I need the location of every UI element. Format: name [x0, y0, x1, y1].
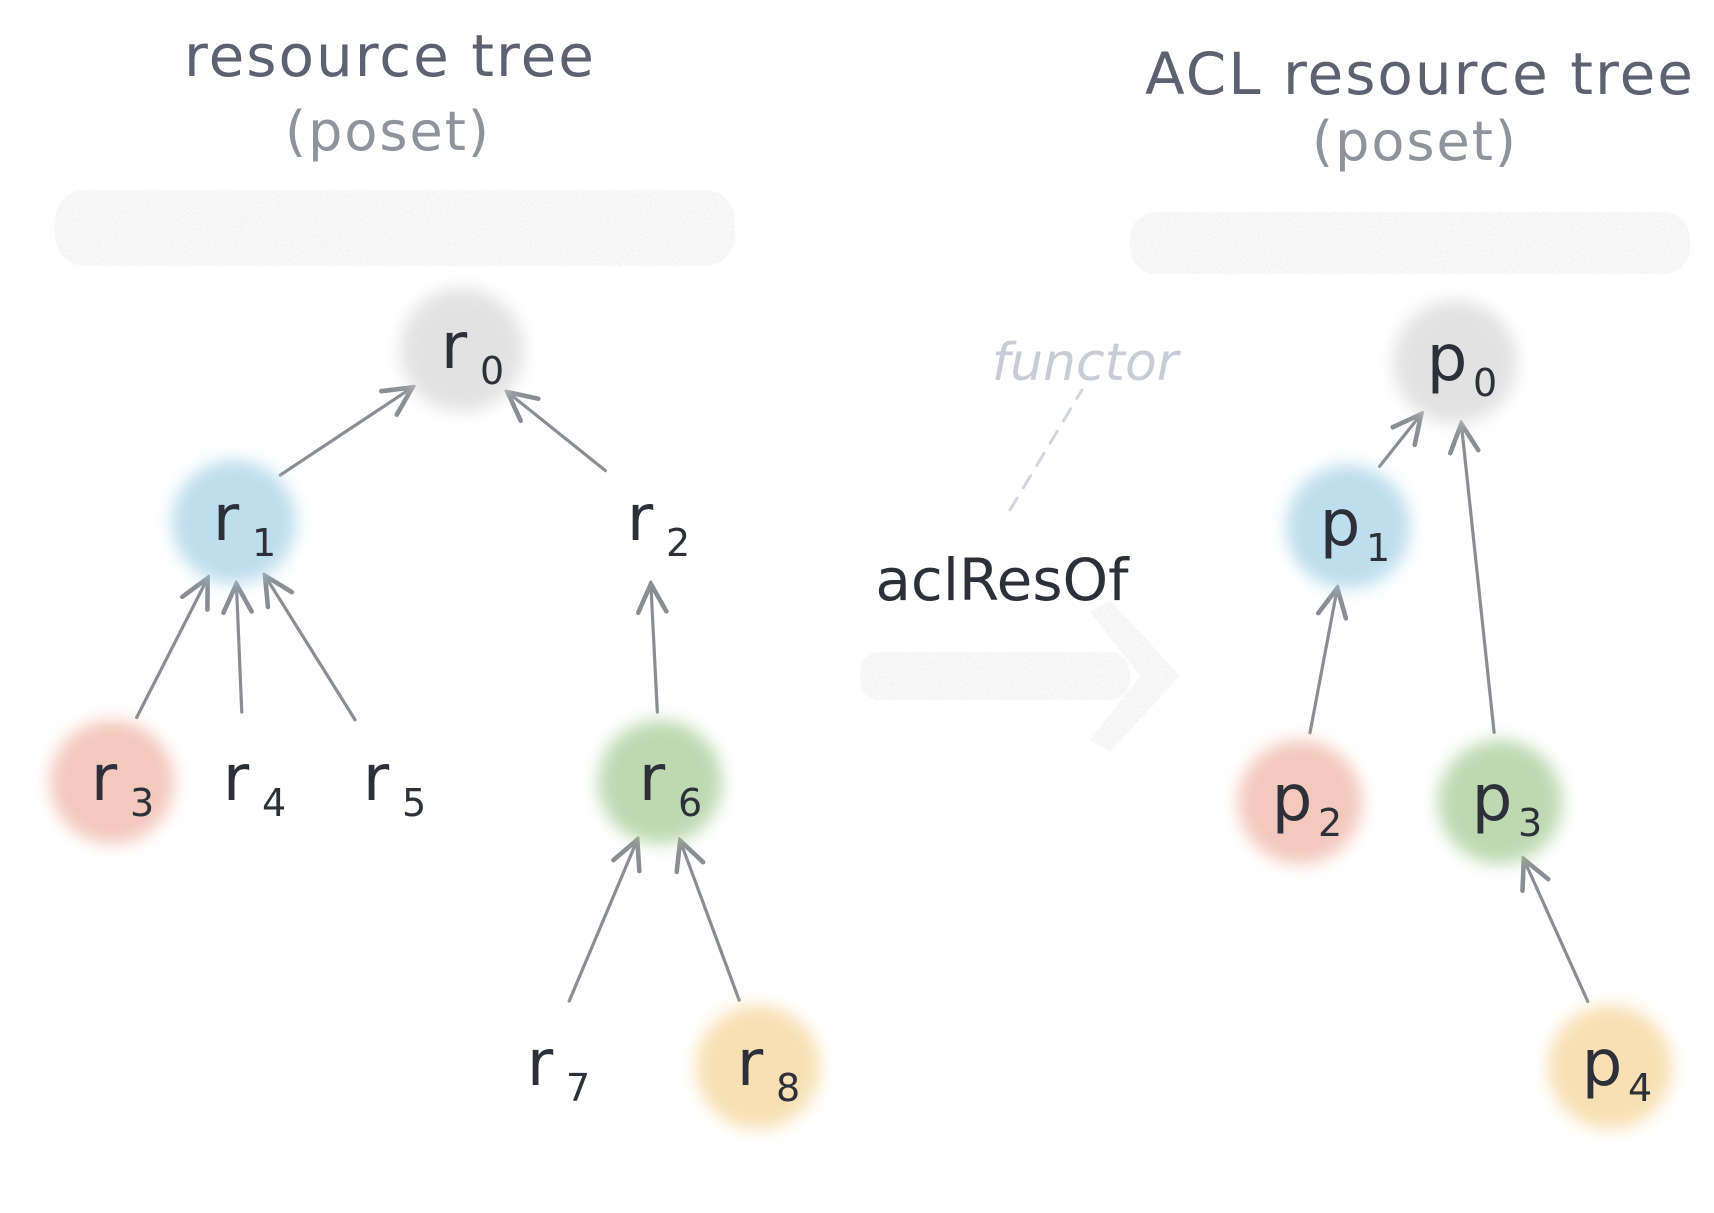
- mapping-arrow-shaft: [860, 652, 1130, 700]
- node-r3-highlight: [50, 720, 174, 844]
- node-r1-highlight: [172, 460, 296, 584]
- node-p4-subscript: 4: [1628, 1066, 1652, 1110]
- mapping-arrow: functor aclResOf: [860, 333, 1182, 752]
- right-edge-p4-to-p3: [1524, 859, 1590, 1004]
- node-r2-subscript: 2: [666, 521, 690, 565]
- functor-annotation: functor: [992, 333, 1182, 393]
- left-tree-divider-band: [55, 190, 735, 266]
- node-r0-subscript: 0: [480, 349, 504, 393]
- right-tree-heading: ACL resource tree (poset): [1130, 40, 1695, 274]
- node-r0-highlight: [400, 288, 524, 412]
- node-r1-letter: r: [213, 482, 240, 556]
- node-p0-subscript: 0: [1473, 361, 1497, 405]
- edges-layer: [135, 387, 1590, 1004]
- left-edge-r3-to-r1: [135, 578, 208, 720]
- node-r6-highlight: [598, 720, 722, 844]
- node-r8-highlight: [696, 1005, 820, 1129]
- right-edge-p3-to-p0: [1461, 424, 1496, 734]
- node-r6-subscript: 6: [678, 781, 702, 825]
- node-p3-highlight: [1438, 740, 1562, 864]
- node-r5-subscript: 5: [402, 781, 426, 825]
- left-edge-r1-to-r0: [278, 387, 412, 477]
- node-r5-letter: r: [363, 742, 390, 816]
- node-r3-subscript: 3: [130, 781, 154, 825]
- node-r4-subscript: 4: [262, 781, 286, 825]
- node-r8-subscript: 8: [776, 1066, 800, 1110]
- functor-pointer-dashes: [1008, 388, 1084, 512]
- node-r0-letter: r: [441, 310, 468, 384]
- node-p0-letter: p: [1427, 322, 1468, 396]
- right-tree-divider-band: [1130, 212, 1690, 274]
- node-r2-letter: r: [627, 482, 654, 556]
- node-p1-letter: p: [1320, 487, 1361, 561]
- left-edge-r7-to-r6: [567, 840, 637, 1003]
- node-p2-letter: p: [1272, 762, 1313, 836]
- left-edge-r4-to-r1: [236, 584, 241, 714]
- right-edge-p2-to-p1: [1308, 588, 1337, 735]
- left-edge-r8-to-r6: [680, 841, 741, 1002]
- right-tree-subtitle: (poset): [1312, 110, 1518, 173]
- left-tree-heading: resource tree (poset): [55, 22, 735, 266]
- mapping-arrow-head: [1090, 600, 1180, 752]
- right-edge-p1-to-p0: [1377, 414, 1422, 468]
- node-p2-subscript: 2: [1318, 801, 1342, 845]
- node-r7-letter: r: [527, 1027, 554, 1101]
- node-r7-subscript: 7: [566, 1066, 590, 1110]
- node-p1-highlight: [1286, 465, 1410, 589]
- node-p0-highlight: [1393, 300, 1517, 424]
- node-r8-letter: r: [737, 1027, 764, 1101]
- node-r1-subscript: 1: [252, 521, 276, 565]
- left-edge-r6-to-r2: [651, 584, 657, 714]
- node-r6-letter: r: [639, 742, 666, 816]
- node-p3-subscript: 3: [1518, 801, 1542, 845]
- left-tree-title: resource tree: [184, 22, 596, 90]
- node-p4-letter: p: [1582, 1027, 1623, 1101]
- right-tree-title: ACL resource tree: [1145, 40, 1695, 108]
- node-p4-highlight: [1548, 1005, 1672, 1129]
- node-p2-highlight: [1238, 740, 1362, 864]
- node-p3-letter: p: [1472, 762, 1513, 836]
- left-edge-r2-to-r0: [508, 392, 608, 473]
- left-tree-subtitle: (poset): [285, 100, 491, 163]
- node-r3-letter: r: [91, 742, 118, 816]
- left-edge-r5-to-r1: [265, 576, 357, 722]
- acl-res-of-label: aclResOf: [875, 546, 1130, 614]
- node-p1-subscript: 1: [1366, 526, 1390, 570]
- node-r4-letter: r: [223, 742, 250, 816]
